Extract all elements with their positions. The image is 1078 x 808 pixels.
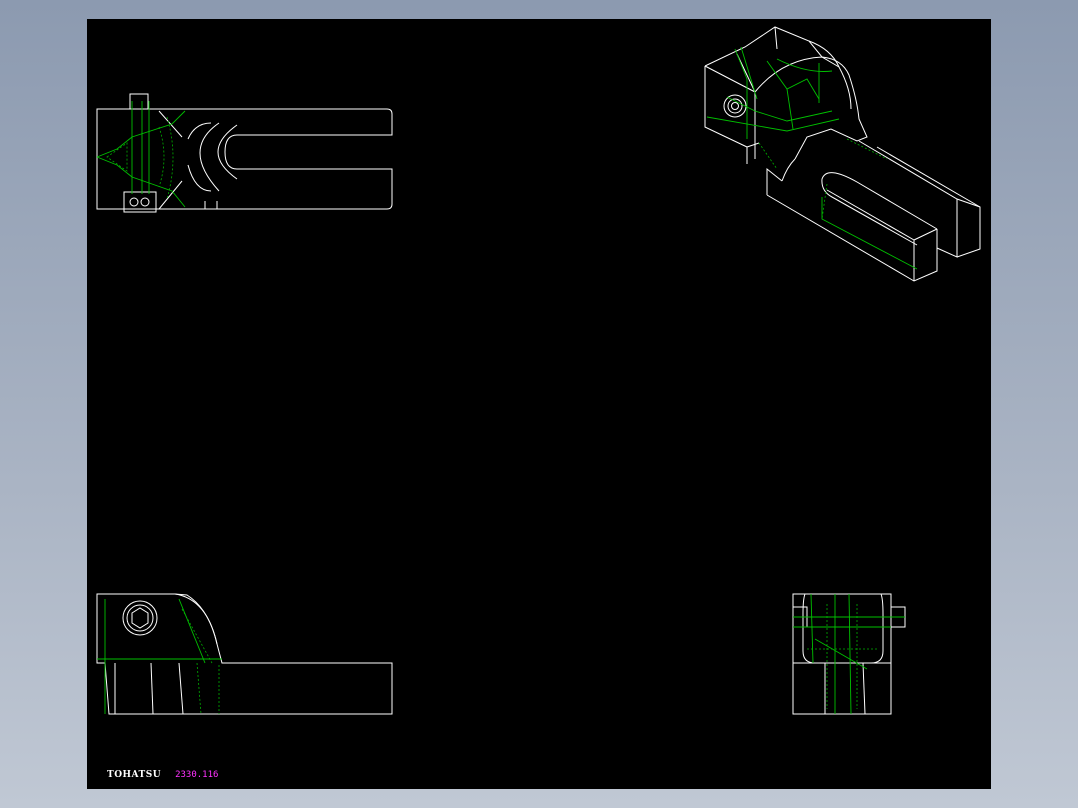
front-view	[96, 593, 393, 715]
part-number-label: 2330.116	[175, 770, 219, 780]
title-block: TOHATSU 2330.116	[107, 770, 218, 780]
top-view	[96, 93, 393, 213]
cad-viewport[interactable]: TOHATSU 2330.116	[87, 19, 991, 789]
side-view	[792, 593, 906, 715]
isometric-view	[704, 26, 981, 282]
brand-label: TOHATSU	[107, 770, 162, 780]
